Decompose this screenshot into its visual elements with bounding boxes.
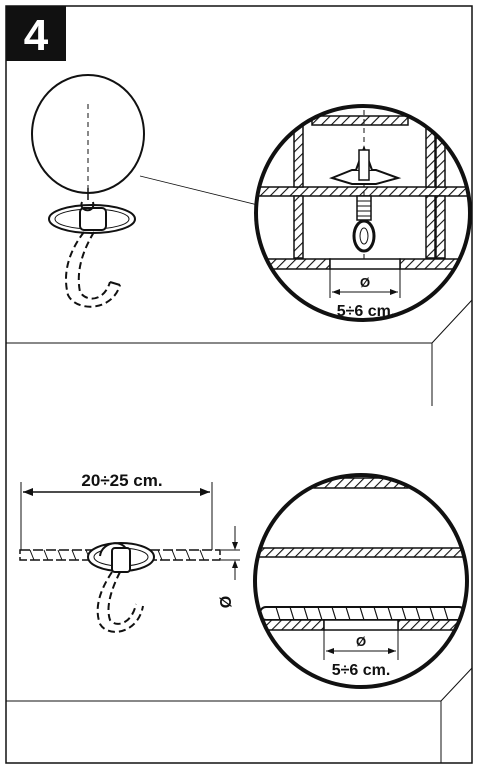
hole-dimension: Ø 5÷6 cm. [329,268,401,320]
toggle-bolt-icon [328,145,402,253]
lamp-globe [31,74,145,200]
diameter-symbol: Ø [360,275,370,290]
span-label: 20÷25 cm. [81,471,162,490]
step-badge: 4 [6,6,66,61]
top-panel: Ø 5÷6 cm. [6,74,473,406]
hole-dimension-bottom: Ø 5÷6 cm. [323,630,399,679]
dimension-label: 5÷6 cm. [337,303,396,320]
leader-line [139,175,263,207]
page-frame [5,5,473,764]
step-number: 4 [24,11,49,60]
bottom-panel: 20÷25 cm. Ø [6,471,473,763]
ceiling-hook-icon [48,201,136,308]
anchor-detail-view: Ø 5÷6 cm. [254,104,472,322]
pipe-diameter-symbol: Ø [218,596,235,608]
span-dimension: 20÷25 cm. [20,471,213,558]
dimension-label-bottom: 5÷6 cm. [332,662,391,679]
diameter-symbol-bottom: Ø [356,634,366,649]
rod-hook-icon [87,542,155,633]
pipe-detail-view: Ø 5÷6 cm. [253,473,469,689]
pipe-diameter-indicator: Ø [218,526,240,608]
